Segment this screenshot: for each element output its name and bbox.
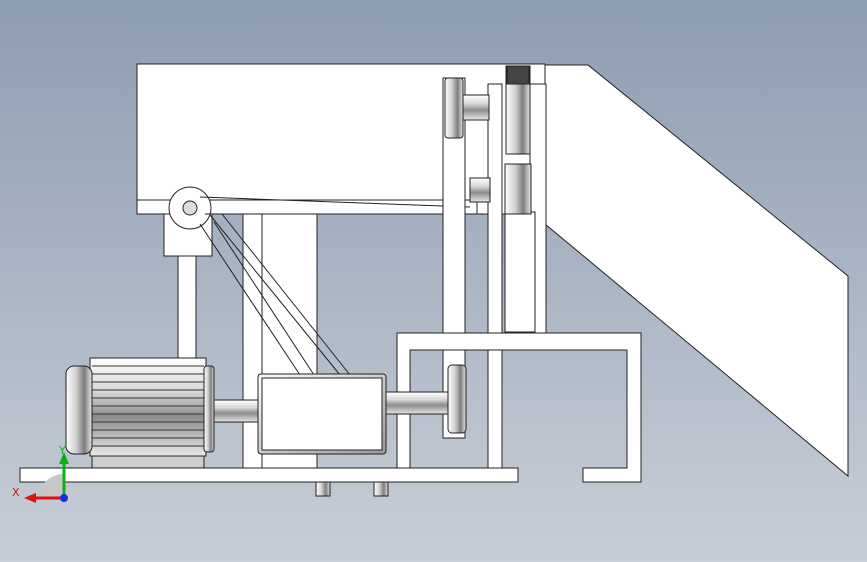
top-pulley (444, 77, 464, 139)
y-axis-label: Y (58, 444, 66, 457)
x-axis-label: X (12, 486, 20, 499)
bottom-pulley (447, 364, 467, 434)
motor-end-cap (65, 365, 93, 455)
base-plate (19, 467, 519, 483)
output-shaft (385, 391, 449, 415)
guide-slot (504, 211, 536, 333)
base-bolt (373, 481, 389, 497)
coordinate-triad: X Y (12, 444, 69, 503)
motor-foot (91, 455, 205, 469)
left-support-post (177, 255, 197, 361)
base-bolt (315, 481, 331, 497)
drive-shaft (213, 399, 261, 423)
pulley-arm (487, 83, 503, 469)
motor-body (89, 357, 207, 457)
motor-front-flange (203, 365, 215, 453)
drive-belt (199, 223, 301, 376)
mid-pulley (504, 163, 532, 215)
inclined-chute (544, 64, 849, 478)
